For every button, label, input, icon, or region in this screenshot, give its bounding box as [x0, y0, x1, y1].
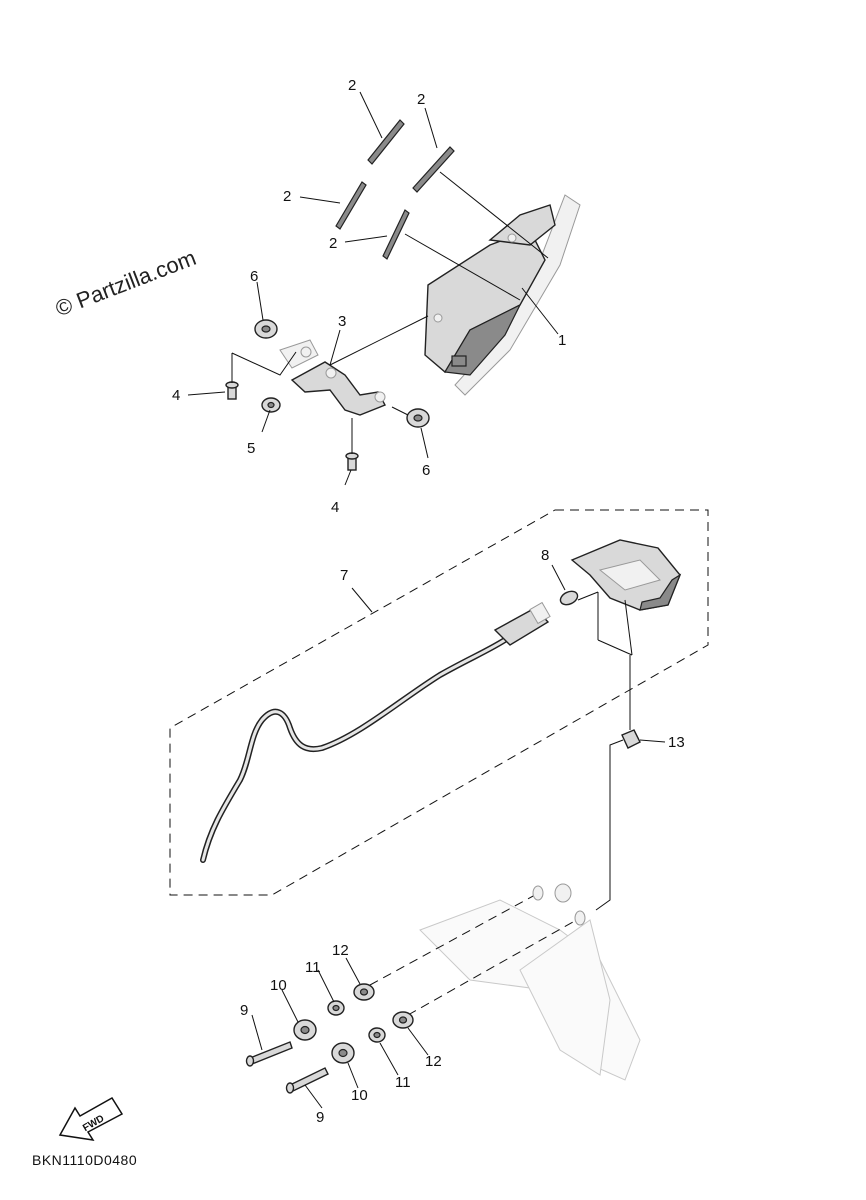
part-6-grommet-upper[interactable]	[254, 319, 278, 339]
callout-9: 9	[316, 1109, 324, 1126]
callout-11: 11	[395, 1074, 411, 1091]
part-1-control-unit[interactable]	[424, 194, 581, 396]
forward-direction-arrow: FWD	[58, 1096, 124, 1141]
sensor-cover[interactable]	[570, 539, 682, 611]
part-7-sensor-lead[interactable]	[200, 601, 551, 863]
callout-13: 13	[668, 734, 685, 751]
callout-7: 7	[340, 567, 348, 584]
callout-2: 2	[329, 235, 337, 252]
callout-10: 10	[351, 1087, 368, 1104]
callout-2: 2	[348, 77, 356, 94]
callout-12: 12	[425, 1053, 442, 1070]
callout-10: 10	[270, 977, 287, 994]
callout-2: 2	[283, 188, 291, 205]
callout-6: 6	[250, 268, 258, 285]
part-10-damper-lower[interactable]	[331, 1042, 355, 1064]
callout-11: 11	[305, 959, 321, 976]
callout-8: 8	[541, 547, 549, 564]
callout-12: 12	[332, 942, 349, 959]
callout-labels: 2 2 2 2 1 6 3 4 5 6 4 7 8 13 12 11 10 9 …	[172, 77, 685, 1126]
part-8-seal[interactable]	[558, 589, 579, 607]
callout-1: 1	[558, 332, 566, 349]
callout-5: 5	[247, 440, 255, 457]
part-9-bolt-lower[interactable]	[285, 1067, 329, 1094]
callout-4: 4	[331, 499, 339, 516]
part-4-bolt-lower[interactable]	[345, 452, 359, 471]
part-2-damper-strips[interactable]	[335, 119, 455, 260]
callout-4: 4	[172, 387, 180, 404]
callout-3: 3	[338, 313, 346, 330]
leader-lines-middle	[351, 564, 666, 911]
part-12-collar-lower[interactable]	[392, 1011, 414, 1029]
leader-lines-lower	[251, 957, 429, 1109]
part-11-washer-lower[interactable]	[368, 1027, 386, 1043]
diagram-code: BKN1110D0480	[32, 1152, 138, 1168]
part-11-washer-upper[interactable]	[327, 1000, 345, 1016]
part-9-bolt-upper[interactable]	[245, 1041, 293, 1067]
hardware-dashed-lines	[369, 883, 586, 1016]
leader-lines-upper	[187, 91, 559, 486]
part-6-grommet-lower[interactable]	[406, 408, 430, 428]
part-12-collar-upper[interactable]	[353, 983, 375, 1001]
part-5-collar[interactable]	[261, 397, 281, 413]
part-13-clip[interactable]	[621, 729, 641, 749]
part-10-damper-upper[interactable]	[293, 1019, 317, 1041]
part-3-mount-bracket[interactable]	[279, 339, 386, 416]
part-4-bolt-left[interactable]	[225, 381, 239, 400]
callout-6: 6	[422, 462, 430, 479]
assembly-7-boundary	[169, 509, 709, 896]
callout-2: 2	[417, 91, 425, 108]
callout-9: 9	[240, 1002, 248, 1019]
frame-ghost-outline	[419, 899, 641, 1081]
